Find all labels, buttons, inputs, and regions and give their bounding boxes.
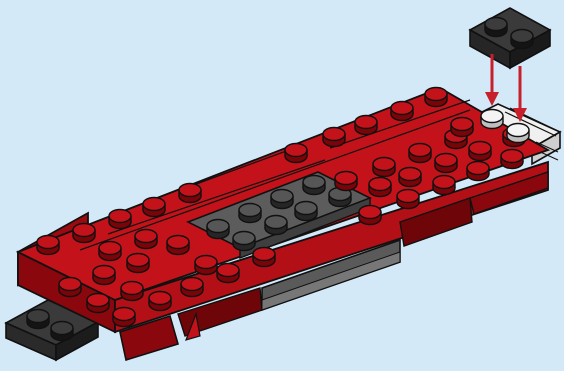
red-arrow-down-icon <box>485 54 499 106</box>
black-plate-incoming <box>470 8 550 68</box>
